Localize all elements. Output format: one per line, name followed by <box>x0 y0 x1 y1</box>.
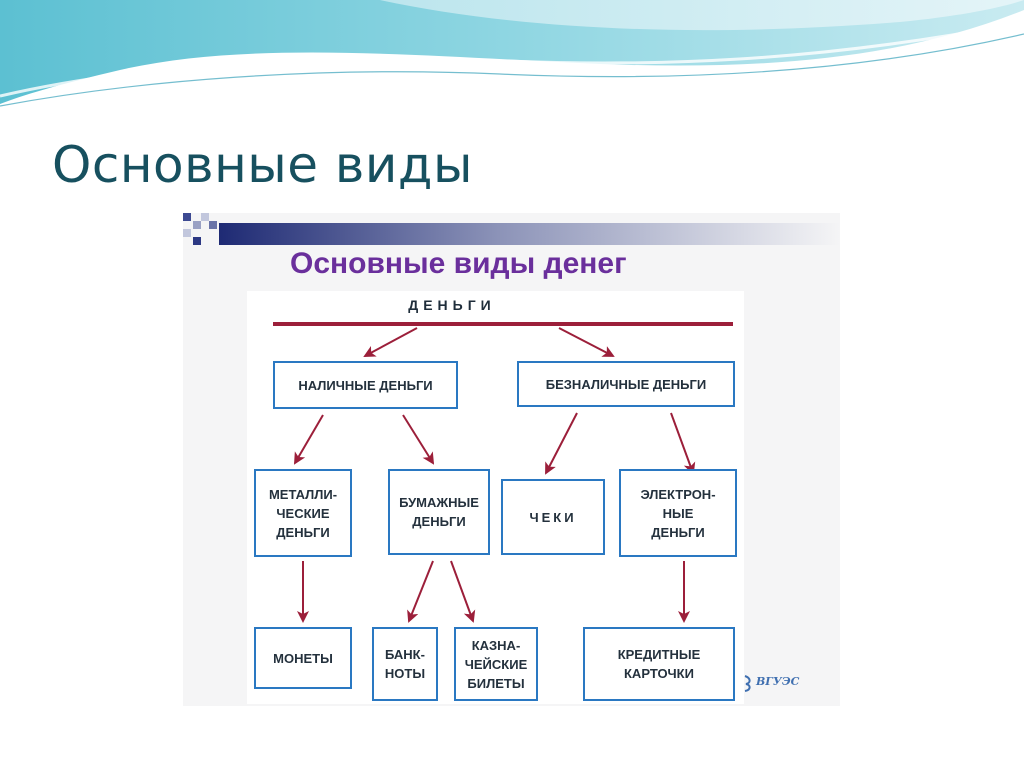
arrow-root-cash <box>363 327 418 357</box>
node-noncash-money: БЕЗНАЛИЧНЫЕ ДЕНЬГИ <box>517 361 735 407</box>
node-coins: МОНЕТЫ <box>254 627 352 689</box>
root-money-label: ДЕНЬГИ <box>408 297 496 313</box>
node-cash-money: НАЛИЧНЫЕ ДЕНЬГИ <box>273 361 458 409</box>
logo-icon <box>744 675 751 692</box>
diagram-canvas: ДЕНЬГИ НАЛИЧНЫЕ ДЕНЬГИ БЕЗНАЛИЧНЫЕ ДЕНЬГ… <box>247 291 744 704</box>
node-cheques: ЧЕКИ <box>501 479 605 555</box>
arrow-cash-metal <box>293 414 324 465</box>
node-credit-cards: КРЕДИТНЫЕ КАРТОЧКИ <box>583 627 735 701</box>
slide-title: Основные виды <box>52 136 473 194</box>
money-types-figure: Основные виды денег ДЕНЬГИ НАЛИЧНЫЕ ДЕНЬ… <box>183 213 840 706</box>
diagram-connectors <box>273 322 733 623</box>
arrow-root-noncash <box>558 327 615 357</box>
figure-title: Основные виды денег <box>290 247 627 280</box>
header-band <box>183 213 840 245</box>
logo-text: ВГУЭС <box>756 675 800 688</box>
node-banknotes: БАНК- НОТЫ <box>372 627 438 701</box>
node-paper-money: БУМАЖНЫЕ ДЕНЬГИ <box>388 469 490 555</box>
node-electronic-money: ЭЛЕКТРОН- НЫЕ ДЕНЬГИ <box>619 469 737 557</box>
node-metal-money: МЕТАЛЛИ- ЧЕСКИЕ ДЕНЬГИ <box>254 469 352 557</box>
arrow-cash-paper <box>402 414 435 465</box>
arrow-noncash-cheques <box>545 412 578 475</box>
arrow-noncash-electronic <box>670 412 696 475</box>
arrow-paper-banknotes <box>407 560 434 623</box>
node-treasury-notes: КАЗНА- ЧЕЙСКИЕ БИЛЕТЫ <box>454 627 538 701</box>
wave-decoration <box>0 0 1024 107</box>
arrow-paper-treasury <box>450 560 476 623</box>
